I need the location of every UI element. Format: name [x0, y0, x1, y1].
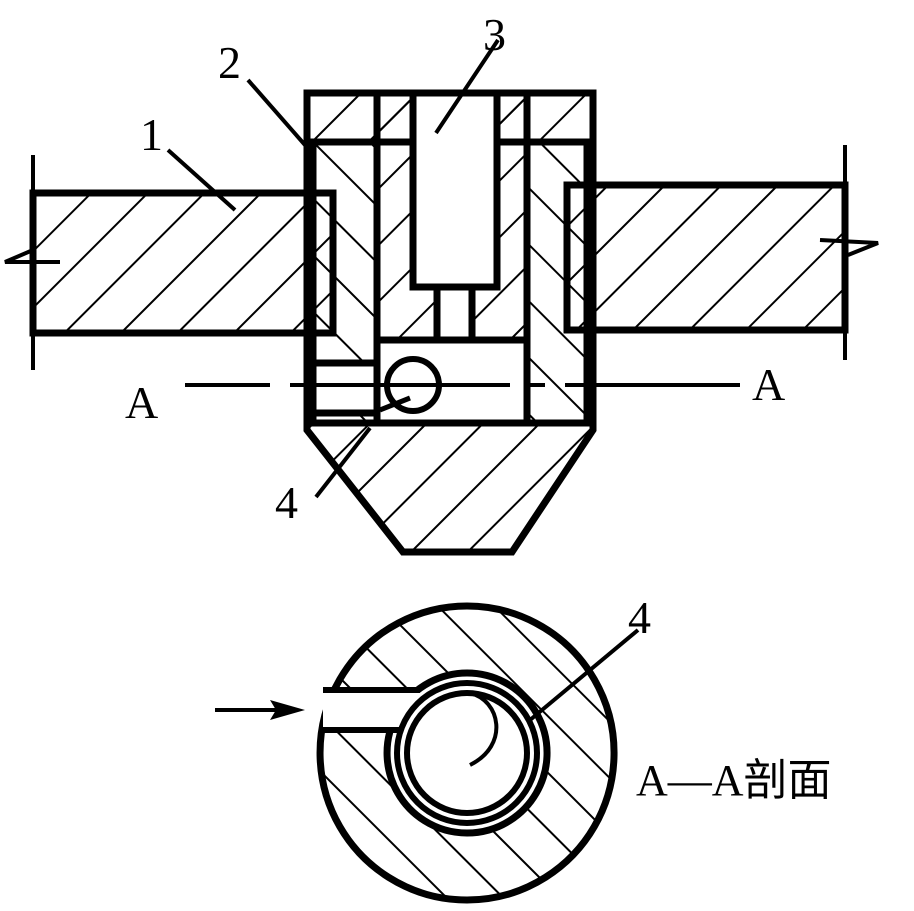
plate-right — [563, 145, 879, 360]
arrow-icon — [215, 700, 305, 720]
label-part-4: 4 — [275, 477, 298, 528]
label-part-4-section: 4 — [628, 592, 651, 643]
section-view — [215, 602, 618, 904]
label-part-2: 2 — [218, 37, 241, 88]
label-section-left: A — [125, 377, 158, 428]
channel — [433, 283, 476, 344]
section-caption: A—A剖面 — [636, 756, 832, 805]
label-part-1: 1 — [140, 109, 163, 160]
side-hole — [309, 359, 381, 417]
label-part-3: 3 — [483, 9, 506, 60]
bore — [409, 89, 501, 291]
plate-left — [4, 155, 337, 370]
label-section-right: A — [752, 359, 785, 410]
